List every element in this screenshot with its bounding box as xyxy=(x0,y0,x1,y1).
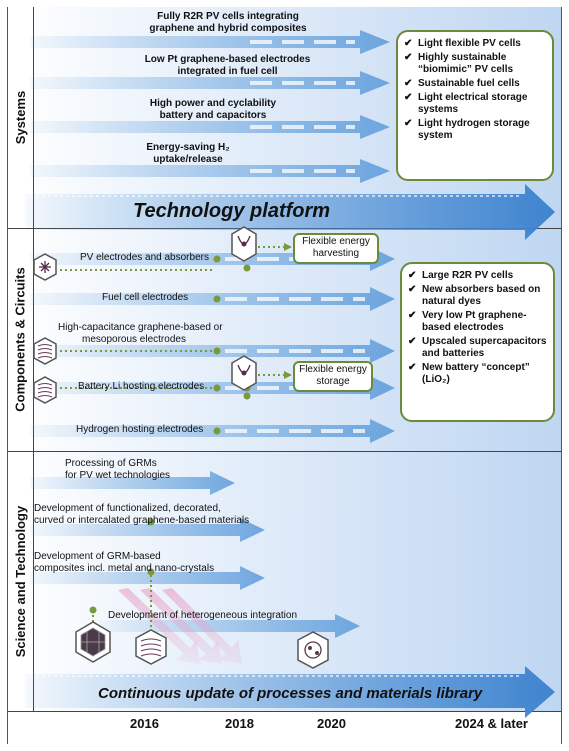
systems-outcome: Sustainable fuel cells xyxy=(404,78,546,90)
components-outcome: Upscaled supercapacitors and batteries xyxy=(408,336,547,360)
components-item-capacitance-2: mesoporous electrodes xyxy=(82,334,186,345)
science-item-2: Development of functionalized, decorated… xyxy=(34,503,250,526)
technology-platform-label: Technology platform xyxy=(133,200,331,222)
year-2018: 2018 xyxy=(225,716,254,731)
components-item-hydrogen: Hydrogen hosting electrodes xyxy=(76,424,204,435)
graphene-layers-hex-icon-1 xyxy=(33,337,57,365)
components-item-pv: PV electrodes and absorbers xyxy=(80,252,209,263)
components-outcome: New absorbers based on natural dyes xyxy=(408,284,547,308)
systems-outcome: Highly sustainable “biomimic” PV cells xyxy=(404,52,546,76)
components-item-fuel: Fuel cell electrodes xyxy=(102,292,189,303)
year-axis-bar xyxy=(8,711,561,744)
flexible-device-hex-icon-2 xyxy=(231,355,257,391)
continuous-update-arrow xyxy=(25,666,555,718)
systems-outcome: Light hydrogen storage system xyxy=(404,118,546,142)
systems-arrow-row-4 xyxy=(30,159,390,183)
pink-integration-arrows xyxy=(118,588,242,664)
year-2020: 2020 xyxy=(317,716,346,731)
components-outcomes-box: Large R2R PV cells New absorbers based o… xyxy=(400,262,555,422)
science-arrow-rows xyxy=(30,471,360,638)
graphene-layers-hex-icon-2 xyxy=(33,376,57,404)
systems-outcome: Light electrical storage systems xyxy=(404,92,546,116)
technology-platform-arrow xyxy=(25,184,555,240)
flexible-device-hex-icon-1 xyxy=(231,226,257,262)
systems-arrow-row-3 xyxy=(30,115,390,139)
year-2024-later: 2024 & later xyxy=(455,716,528,731)
components-item-battery: Battery Li hosting electrodes xyxy=(78,381,205,392)
graphene-lattice-hex-icon xyxy=(75,621,111,663)
layered-material-hex-icon xyxy=(135,629,167,665)
components-outcome: Large R2R PV cells xyxy=(408,270,547,282)
continuous-update-label: Continuous update of processes and mater… xyxy=(98,685,483,702)
pv-absorber-hex-icon xyxy=(33,253,57,281)
science-item-4: Development of heterogeneous integration xyxy=(108,610,298,621)
systems-arrow-row-2 xyxy=(30,71,390,95)
heterostructure-hex-icon xyxy=(297,631,329,669)
year-2016: 2016 xyxy=(130,716,159,731)
components-outcome: Very low Pt graphene-based electrodes xyxy=(408,310,547,334)
systems-arrow-row-1 xyxy=(30,30,390,54)
systems-outcomes-box: Light flexible PV cells Highly sustainab… xyxy=(396,30,554,181)
systems-outcome: Light flexible PV cells xyxy=(404,38,546,50)
components-outcome: New battery “concept” (LiO₂) xyxy=(408,362,547,386)
components-item-capacitance-1: High-capacitance graphene-based or xyxy=(58,322,223,333)
